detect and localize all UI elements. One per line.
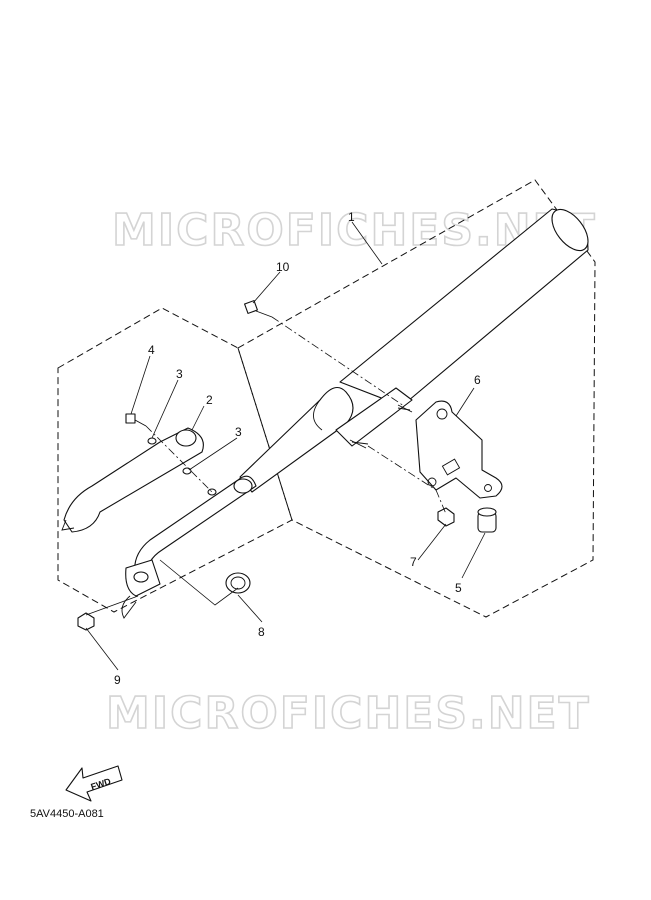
callout-7: 7 bbox=[410, 555, 417, 569]
damper-5 bbox=[477, 507, 497, 533]
callout-5: 5 bbox=[455, 581, 462, 595]
assembly-boundary-left bbox=[57, 307, 293, 613]
callout-8: 8 bbox=[258, 625, 265, 639]
washer-3-upper bbox=[147, 437, 157, 445]
heat-protector bbox=[61, 427, 204, 533]
washer-3-pipe bbox=[207, 488, 217, 496]
alignment-line-bracket bbox=[367, 445, 447, 515]
fwd-arrow-icon: FWD bbox=[65, 765, 123, 802]
callout-1: 1 bbox=[348, 210, 355, 224]
callout-10: 10 bbox=[276, 260, 290, 274]
gasket-8 bbox=[225, 572, 251, 594]
muffler-mount-bracket bbox=[335, 387, 503, 499]
callout-3-upper: 3 bbox=[176, 367, 183, 381]
nut-9 bbox=[77, 612, 95, 631]
bolt-4 bbox=[125, 413, 147, 427]
nut-7 bbox=[437, 507, 455, 527]
callout-3-lower: 3 bbox=[235, 425, 242, 439]
callout-6: 6 bbox=[474, 373, 481, 387]
callout-9: 9 bbox=[114, 673, 121, 687]
watermark-bottom: MICROFICHES.NET bbox=[106, 688, 591, 739]
alignment-line-bolt-10 bbox=[271, 316, 405, 407]
diagram-code: 5AV4450-A081 bbox=[30, 808, 104, 820]
bolt-10 bbox=[244, 300, 273, 318]
muffler bbox=[121, 208, 589, 619]
washer-3-lower bbox=[182, 467, 192, 475]
callout-2: 2 bbox=[206, 393, 213, 407]
callout-4: 4 bbox=[148, 343, 155, 357]
